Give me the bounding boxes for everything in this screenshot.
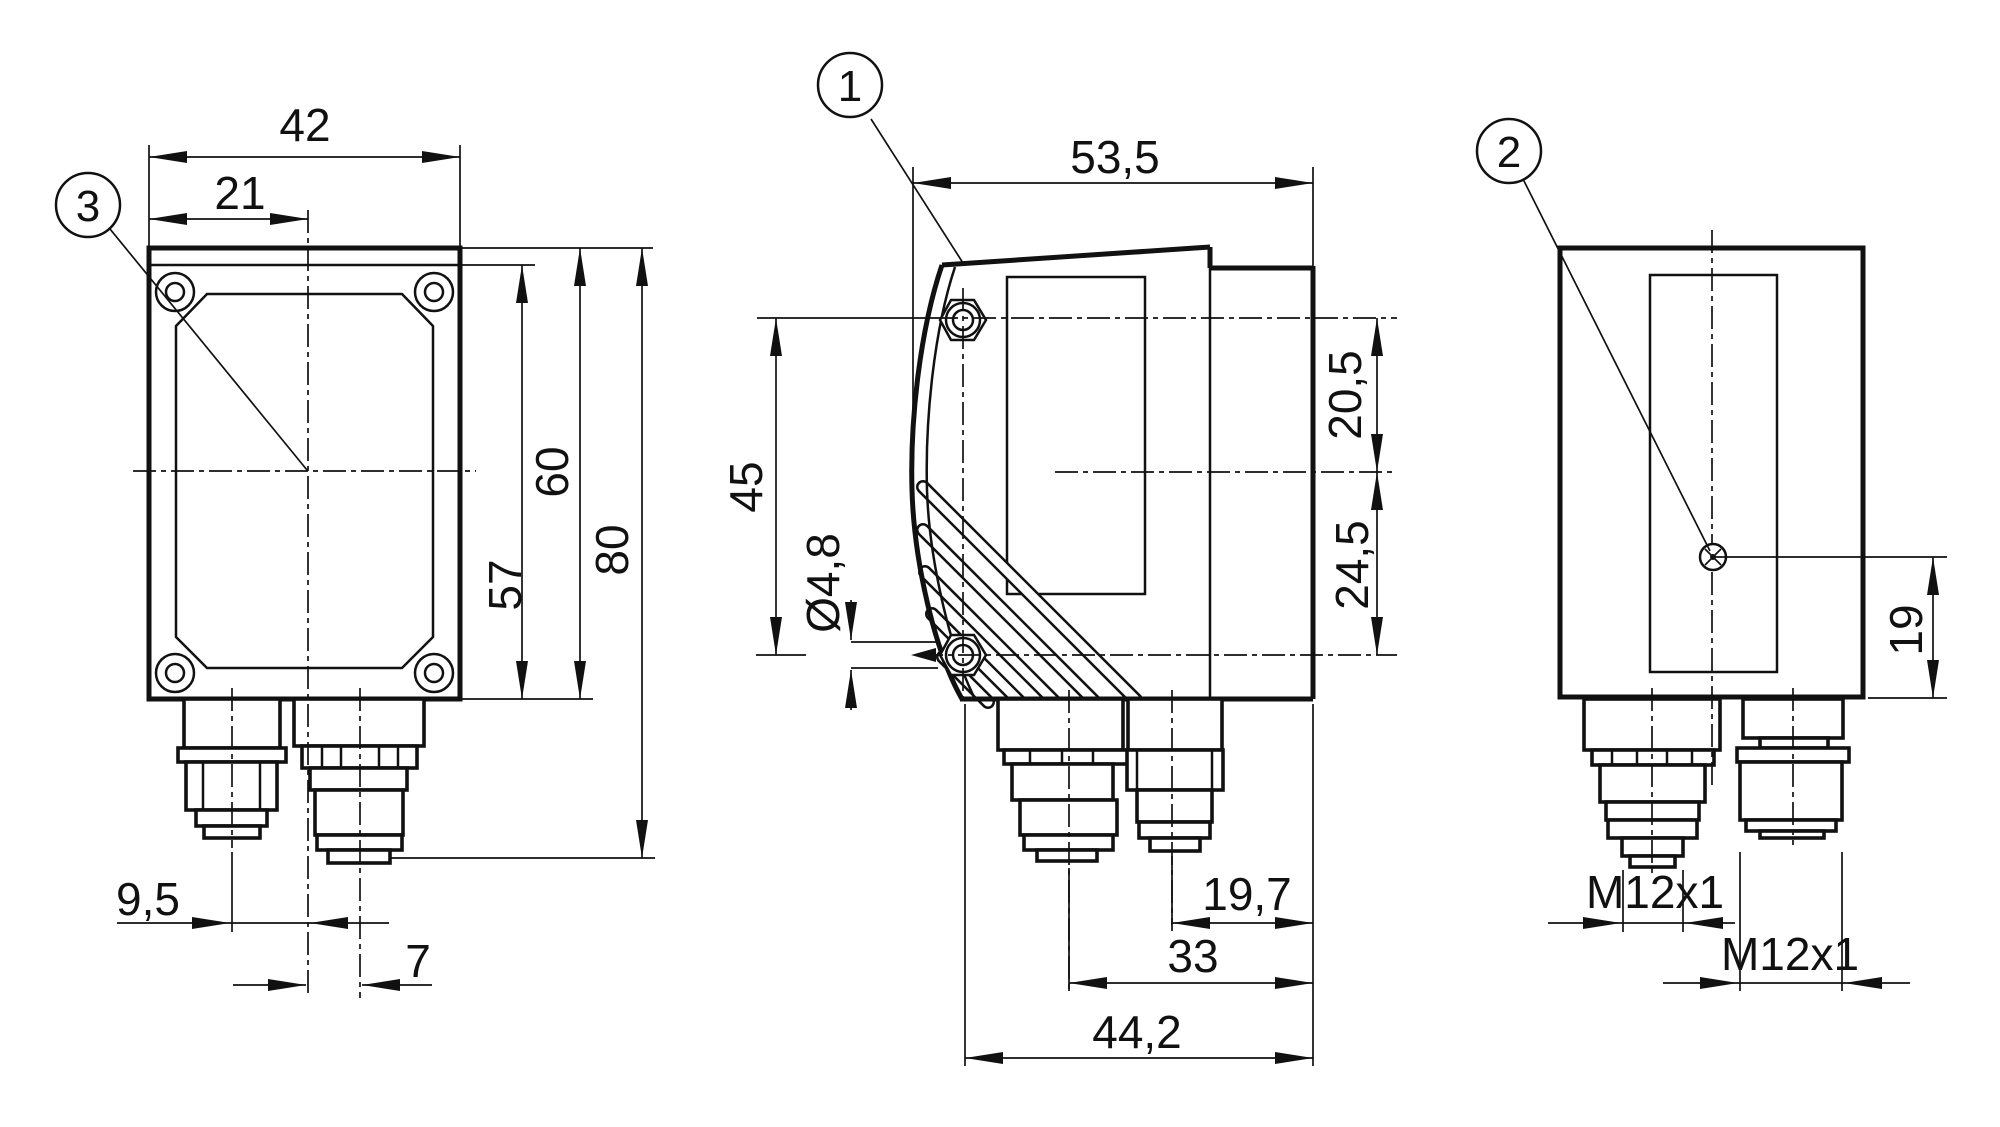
side-rear-connector	[1125, 697, 1225, 853]
callout-2-leader	[1522, 178, 1711, 552]
dim-back-reference-height-label: 19	[1880, 604, 1932, 655]
side-window-hatch	[916, 480, 1143, 710]
dim-side-bottom-depth: 44,2	[964, 704, 1313, 1066]
callout-3-leader	[109, 228, 308, 471]
side-lens-outer-curve	[909, 264, 965, 701]
dim-front-half-width-label: 21	[214, 167, 265, 219]
callout-3: 3	[54, 171, 308, 471]
back-right-connector	[1735, 697, 1851, 840]
back-label-recess	[1648, 273, 1779, 674]
side-front-connector	[996, 697, 1134, 863]
screw-icon	[154, 271, 196, 313]
front-right-connector	[292, 697, 426, 865]
dim-front-left-offset-label: 9,5	[116, 873, 180, 925]
back-view: 19 M12x1 M12x1 2	[1475, 117, 1947, 991]
dim-back-right-thread: M12x1	[1663, 852, 1910, 991]
dim-side-front-connector-label: 33	[1167, 930, 1218, 982]
callout-2-label: 2	[1497, 128, 1521, 177]
dim-front-total-height-label: 80	[586, 524, 638, 575]
callout-1: 1	[816, 51, 964, 264]
dim-side-hole-diameter: Ø4,8	[797, 533, 938, 710]
dim-side-upper-section-label: 20,5	[1319, 350, 1371, 440]
dim-side-hole-diameter-label: Ø4,8	[797, 533, 849, 633]
screw-icon	[413, 271, 455, 313]
dim-side-depth-label: 53,5	[1070, 131, 1160, 183]
hole-leader-arrow	[911, 648, 936, 662]
dim-side-front-connector: 33	[1068, 868, 1313, 991]
dim-side-screw-distance: 45	[720, 318, 806, 656]
callout-3-circle	[54, 171, 122, 239]
dim-front-width: 42	[148, 99, 461, 246]
callout-1-leader	[870, 118, 964, 264]
dim-front-panel-height-label: 57	[479, 559, 531, 610]
dim-back-right-thread-label: M12x1	[1721, 928, 1859, 980]
dim-side-depth: 53,5	[912, 131, 1314, 497]
front-view: 42 21 57 60 80 9,5	[54, 99, 655, 998]
dim-front-width-label: 42	[279, 99, 330, 151]
callout-1-circle	[816, 51, 884, 119]
callout-3-label: 3	[76, 182, 100, 231]
dim-front-half-width: 21	[149, 167, 308, 225]
front-housing-outline	[146, 245, 463, 702]
dim-back-reference-height: 19	[1713, 556, 1947, 699]
front-corner-screws	[154, 271, 455, 694]
dim-side-rear-connector-label: 19,7	[1202, 868, 1292, 920]
callout-2-circle	[1475, 117, 1543, 185]
callout-2: 2	[1475, 117, 1711, 552]
screw-icon	[154, 652, 196, 694]
dim-back-left-thread-label: M12x1	[1586, 866, 1724, 918]
callout-1-label: 1	[838, 62, 862, 111]
dim-front-body-height-label: 60	[526, 446, 578, 497]
dim-back-left-thread: M12x1	[1548, 866, 1735, 932]
dim-side-sections: 20,5 24,5	[1319, 318, 1383, 655]
side-label-recess	[1005, 275, 1147, 596]
dim-side-bottom-depth-label: 44,2	[1092, 1006, 1182, 1058]
side-view: 53,5 45 Ø4,8 20,5 24,5 19,	[720, 51, 1397, 1066]
screw-icon	[413, 652, 455, 694]
dim-front-heights: 57 60 80	[390, 247, 655, 859]
dim-front-right-offset-label: 7	[405, 935, 431, 987]
dim-side-rear-connector: 19,7	[1171, 704, 1314, 1066]
dim-side-lower-section-label: 24,5	[1326, 520, 1378, 610]
dim-front-right-offset: 7	[233, 935, 432, 991]
dim-front-left-offset: 9,5	[116, 873, 389, 929]
front-panel-outline	[174, 292, 435, 670]
dim-side-screw-distance-label: 45	[720, 461, 772, 512]
